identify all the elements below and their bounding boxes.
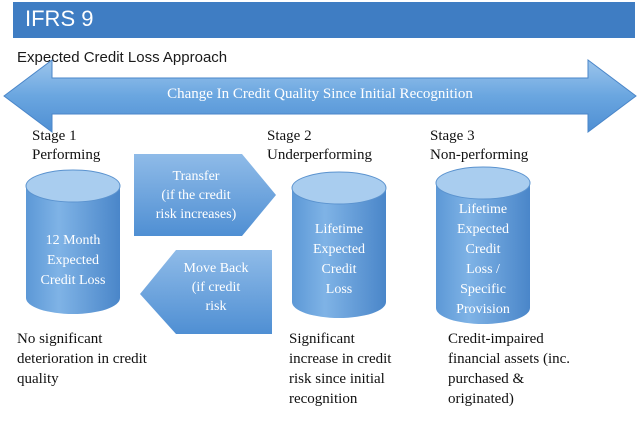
credit-quality-band-arrow xyxy=(3,59,637,133)
stage-2-caption: Significant increase in credit risk sinc… xyxy=(289,329,391,409)
stage-3-cylinder-line: Specific xyxy=(460,282,506,297)
stage-3-status: Non-performing xyxy=(430,147,529,163)
stage-3-caption-line: financial assets (inc. xyxy=(448,351,571,367)
stage-3-caption-line: originated) xyxy=(448,391,514,407)
title-bar: IFRS 9 xyxy=(13,2,635,38)
stage-2-cylinder-label: Lifetime Expected Credit Loss xyxy=(292,220,386,300)
stage-2-caption-line: risk since initial xyxy=(289,371,385,387)
stage-1-heading: Stage 1 Performing xyxy=(32,127,100,165)
stage-2-caption-line: increase in credit xyxy=(289,351,392,367)
stage-2-cylinder-line: Lifetime xyxy=(314,222,364,237)
stage-2-cylinder-line: Loss xyxy=(325,282,353,297)
stage-2-heading: Stage 2 Underperforming xyxy=(267,127,372,165)
stage-1-cylinder-label: 12 Month Expected Credit Loss xyxy=(26,231,120,291)
transfer-arrow-line: (if the credit xyxy=(161,188,231,203)
stage-3-cylinder-line: Expected xyxy=(456,222,510,237)
stage-3-caption-line: purchased & xyxy=(448,371,525,387)
move-back-arrow-label: Move Back (if credit risk xyxy=(160,259,272,316)
move-back-arrow-line: Move Back xyxy=(183,261,249,276)
stage-2-cylinder-line: Credit xyxy=(321,262,357,277)
transfer-arrow-line: Transfer xyxy=(172,169,220,184)
stage-2-caption-line: Significant xyxy=(289,331,355,347)
stage-1-caption-line: deterioration in credit xyxy=(17,351,147,367)
slide-title: IFRS 9 xyxy=(25,6,94,31)
stage-2-status: Underperforming xyxy=(267,147,372,163)
stage-3-caption: Credit-impaired financial assets (inc. p… xyxy=(448,329,570,409)
stage-3-cylinder-label: Lifetime Expected Credit Loss / Specific… xyxy=(436,200,530,320)
transfer-arrow xyxy=(134,154,276,236)
stage-1-cylinder-line: Credit Loss xyxy=(40,273,106,288)
stage-3-cylinder-line: Loss / xyxy=(466,262,500,277)
stage-3-caption-line: Credit-impaired xyxy=(448,331,544,347)
stage-1-caption-line: quality xyxy=(17,371,59,387)
stage-3-cylinder-line: Credit xyxy=(465,242,501,257)
diagram-subtitle: Expected Credit Loss Approach xyxy=(17,49,228,66)
move-back-arrow xyxy=(140,250,272,334)
stage-3-number: Stage 3 xyxy=(430,128,475,144)
stage-1-cylinder xyxy=(25,169,121,314)
move-back-arrow-line: (if credit xyxy=(191,280,241,295)
transfer-arrow-label: Transfer (if the credit risk increases) xyxy=(134,167,258,224)
stage-2-number: Stage 2 xyxy=(267,128,312,144)
stage-2-caption-line: recognition xyxy=(289,391,358,407)
stage-1-cylinder-line: 12 Month xyxy=(45,233,101,248)
stage-3-cylinder-line: Lifetime xyxy=(458,202,508,217)
stage-1-number: Stage 1 xyxy=(32,128,77,144)
transfer-arrow-line: risk increases) xyxy=(155,207,237,222)
stage-3-cylinder-line: Provision xyxy=(456,302,510,317)
stage-2-cylinder xyxy=(291,171,387,318)
stage-1-cylinder-line: Expected xyxy=(46,253,100,268)
stage-1-caption: No significant deterioration in credit q… xyxy=(17,329,147,389)
stage-3-cylinder xyxy=(435,166,531,324)
stage-2-cylinder-line: Expected xyxy=(312,242,366,257)
stage-1-status: Performing xyxy=(32,147,101,163)
stage-1-caption-line: No significant xyxy=(17,331,103,347)
move-back-arrow-line: risk xyxy=(205,299,227,314)
credit-quality-band-label: Change In Credit Quality Since Initial R… xyxy=(167,86,473,102)
stage-3-heading: Stage 3 Non-performing xyxy=(430,127,528,165)
